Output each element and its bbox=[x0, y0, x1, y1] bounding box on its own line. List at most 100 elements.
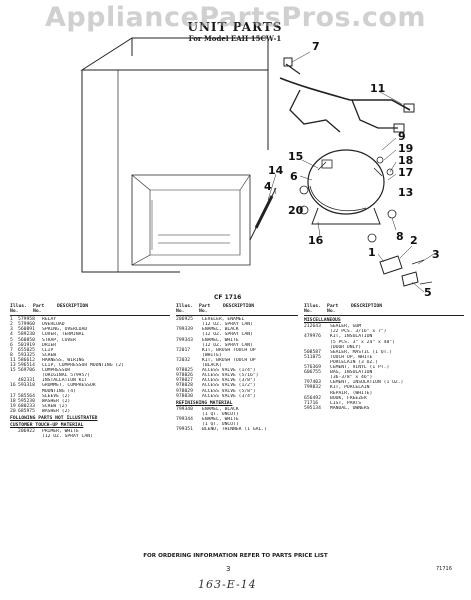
part-no-cell: 655025 bbox=[18, 347, 35, 353]
description-cell: ACCESS VALVE (1/4") bbox=[202, 368, 256, 374]
table-row: 799340 ENAMEL, BLACK bbox=[176, 407, 298, 412]
callout-label: 4 bbox=[264, 180, 272, 193]
table-row: (BLACK) bbox=[176, 363, 298, 368]
cabinet-outline bbox=[80, 37, 269, 71]
section-touch-up: CUSTOMER TOUCH-UP MATERIAL bbox=[10, 423, 84, 429]
part-no-cell: 212643 bbox=[304, 324, 321, 330]
table-row: (DOOR ONLY) bbox=[304, 345, 464, 350]
table-row: (ORIGINAL 579957) bbox=[10, 373, 170, 378]
header-illus-no: Illus.No. bbox=[304, 304, 321, 315]
description-cell: (BLACK) bbox=[202, 363, 222, 369]
table-row: (36-3/8" x 46") bbox=[304, 375, 464, 380]
part-no-cell: 799340 bbox=[176, 406, 193, 412]
table-row: (12 OZ. SPRAY CAN) bbox=[176, 343, 298, 348]
description-cell: (22 PCS. 3/16" x 7") bbox=[330, 329, 387, 335]
illus-no-cell bbox=[10, 434, 18, 439]
part-no-cell: 799344 bbox=[176, 416, 193, 422]
description-cell: (12 OZ. SPRAY CAN) bbox=[202, 342, 253, 348]
callout-label: 6 bbox=[290, 170, 298, 183]
description-cell: SCREW (2) bbox=[42, 403, 68, 409]
description-cell: ENAMEL, BLACK bbox=[202, 327, 239, 333]
description-cell: ENAMEL, WHITE bbox=[202, 416, 239, 422]
callout-label: 19 bbox=[398, 142, 413, 155]
description-cell: CLIP, COMPRESSOR MOUNTING (2) bbox=[42, 363, 124, 369]
part-no-cell: 479976 bbox=[304, 334, 321, 340]
description-cell: COMPRESSOR bbox=[42, 368, 71, 374]
part-no-cell: 978030 bbox=[176, 393, 193, 399]
description-cell: (12 OZ. SPRAY CAN) bbox=[42, 434, 93, 440]
description-cell: BAG, INSULATION bbox=[330, 370, 373, 376]
part-no-cell: 685975 bbox=[18, 408, 35, 414]
part-no-cell: 71716 bbox=[304, 400, 319, 406]
illus-no-cell: 4 bbox=[10, 332, 13, 338]
part-no-cell: 978025 bbox=[176, 368, 193, 374]
description-cell: (12 OZ. SPRAY CAN) bbox=[202, 332, 253, 338]
description-cell: KIT, BRUSH TOUCH UP bbox=[202, 347, 256, 353]
part-no-cell: 482331 bbox=[18, 378, 35, 384]
part-no-cell: 978026 bbox=[176, 373, 193, 379]
description-cell: (1 QT. UNCUT) bbox=[202, 411, 239, 417]
description-cell: CEMENT, INSULATION (1 OZ.) bbox=[330, 380, 404, 386]
description-cell: LEVELER, ENAMEL bbox=[202, 317, 245, 323]
callout-label: 20 bbox=[288, 204, 304, 217]
section-miscellaneous: MISCELLANEOUS bbox=[304, 318, 341, 324]
part-no-cell: 560891 bbox=[18, 327, 35, 333]
description-cell: WASHER (2) bbox=[42, 408, 71, 414]
description-cell: WASHER (2) bbox=[42, 398, 71, 404]
part-no-cell: 595134 bbox=[304, 405, 321, 411]
section-not-illustrated: FOLLOWING PARTS NOT ILLUSTRATED bbox=[10, 415, 98, 421]
description-cell: ENAMEL, BLACK bbox=[202, 406, 239, 412]
description-cell: SEALER, GUM bbox=[330, 324, 362, 330]
part-no-cell: 799832 bbox=[304, 385, 321, 391]
part-no-cell: 586612 bbox=[18, 357, 35, 363]
header-illus-no: Illus.No. bbox=[10, 304, 27, 315]
part-no-cell: 511875 bbox=[304, 354, 321, 360]
compressor bbox=[307, 149, 385, 215]
description-cell: (1 QT. UNCUT) bbox=[202, 422, 239, 428]
table-row: (12 OZ. SPRAY CAN) bbox=[176, 322, 298, 327]
table-row: (1 QT. UNCUT) bbox=[176, 422, 298, 427]
table-row: (WHITE) bbox=[176, 353, 298, 358]
callout-label: 2 bbox=[410, 234, 418, 247]
illus-no-cell: 11 bbox=[10, 357, 16, 363]
part-no-cell: 978027 bbox=[176, 378, 193, 384]
table-row: (22 PCS. 3/16" x 7") bbox=[304, 329, 464, 334]
description-cell: (5 PCS. 3" x 24" x 48") bbox=[330, 339, 395, 345]
callout-label: 15 bbox=[288, 150, 303, 163]
table-row: 797403 CEMENT, INSULATION (1 OZ.) bbox=[304, 380, 464, 385]
part-no-cell: 501919 bbox=[18, 342, 35, 348]
part-no-cell: 508587 bbox=[304, 349, 321, 355]
description-cell: PORCELAIN (3 OZ.) bbox=[330, 359, 378, 365]
illus-no-cell: 1 bbox=[10, 317, 13, 323]
description-cell: BLEND, THINNER (1 GAL.) bbox=[202, 427, 267, 433]
description-cell: SLEEVE (2) bbox=[42, 393, 71, 399]
description-cell: (36-3/8" x 46") bbox=[330, 375, 373, 381]
part-no-cell: 797403 bbox=[304, 380, 321, 386]
description-cell: INSTALLATION KIT bbox=[42, 378, 88, 384]
description-cell: COVER, TERMINAL bbox=[42, 332, 85, 338]
description-cell: MOUNTING (4) bbox=[42, 388, 76, 394]
description-cell: ACCESS VALVE (3/4") bbox=[202, 393, 256, 399]
description-cell: REPAIR, (WHITE) bbox=[330, 390, 373, 396]
exploded-parts-diagram: 7 11 9 19 18 17 13 15 6 14 4 20 16 8 1 2… bbox=[80, 37, 440, 299]
